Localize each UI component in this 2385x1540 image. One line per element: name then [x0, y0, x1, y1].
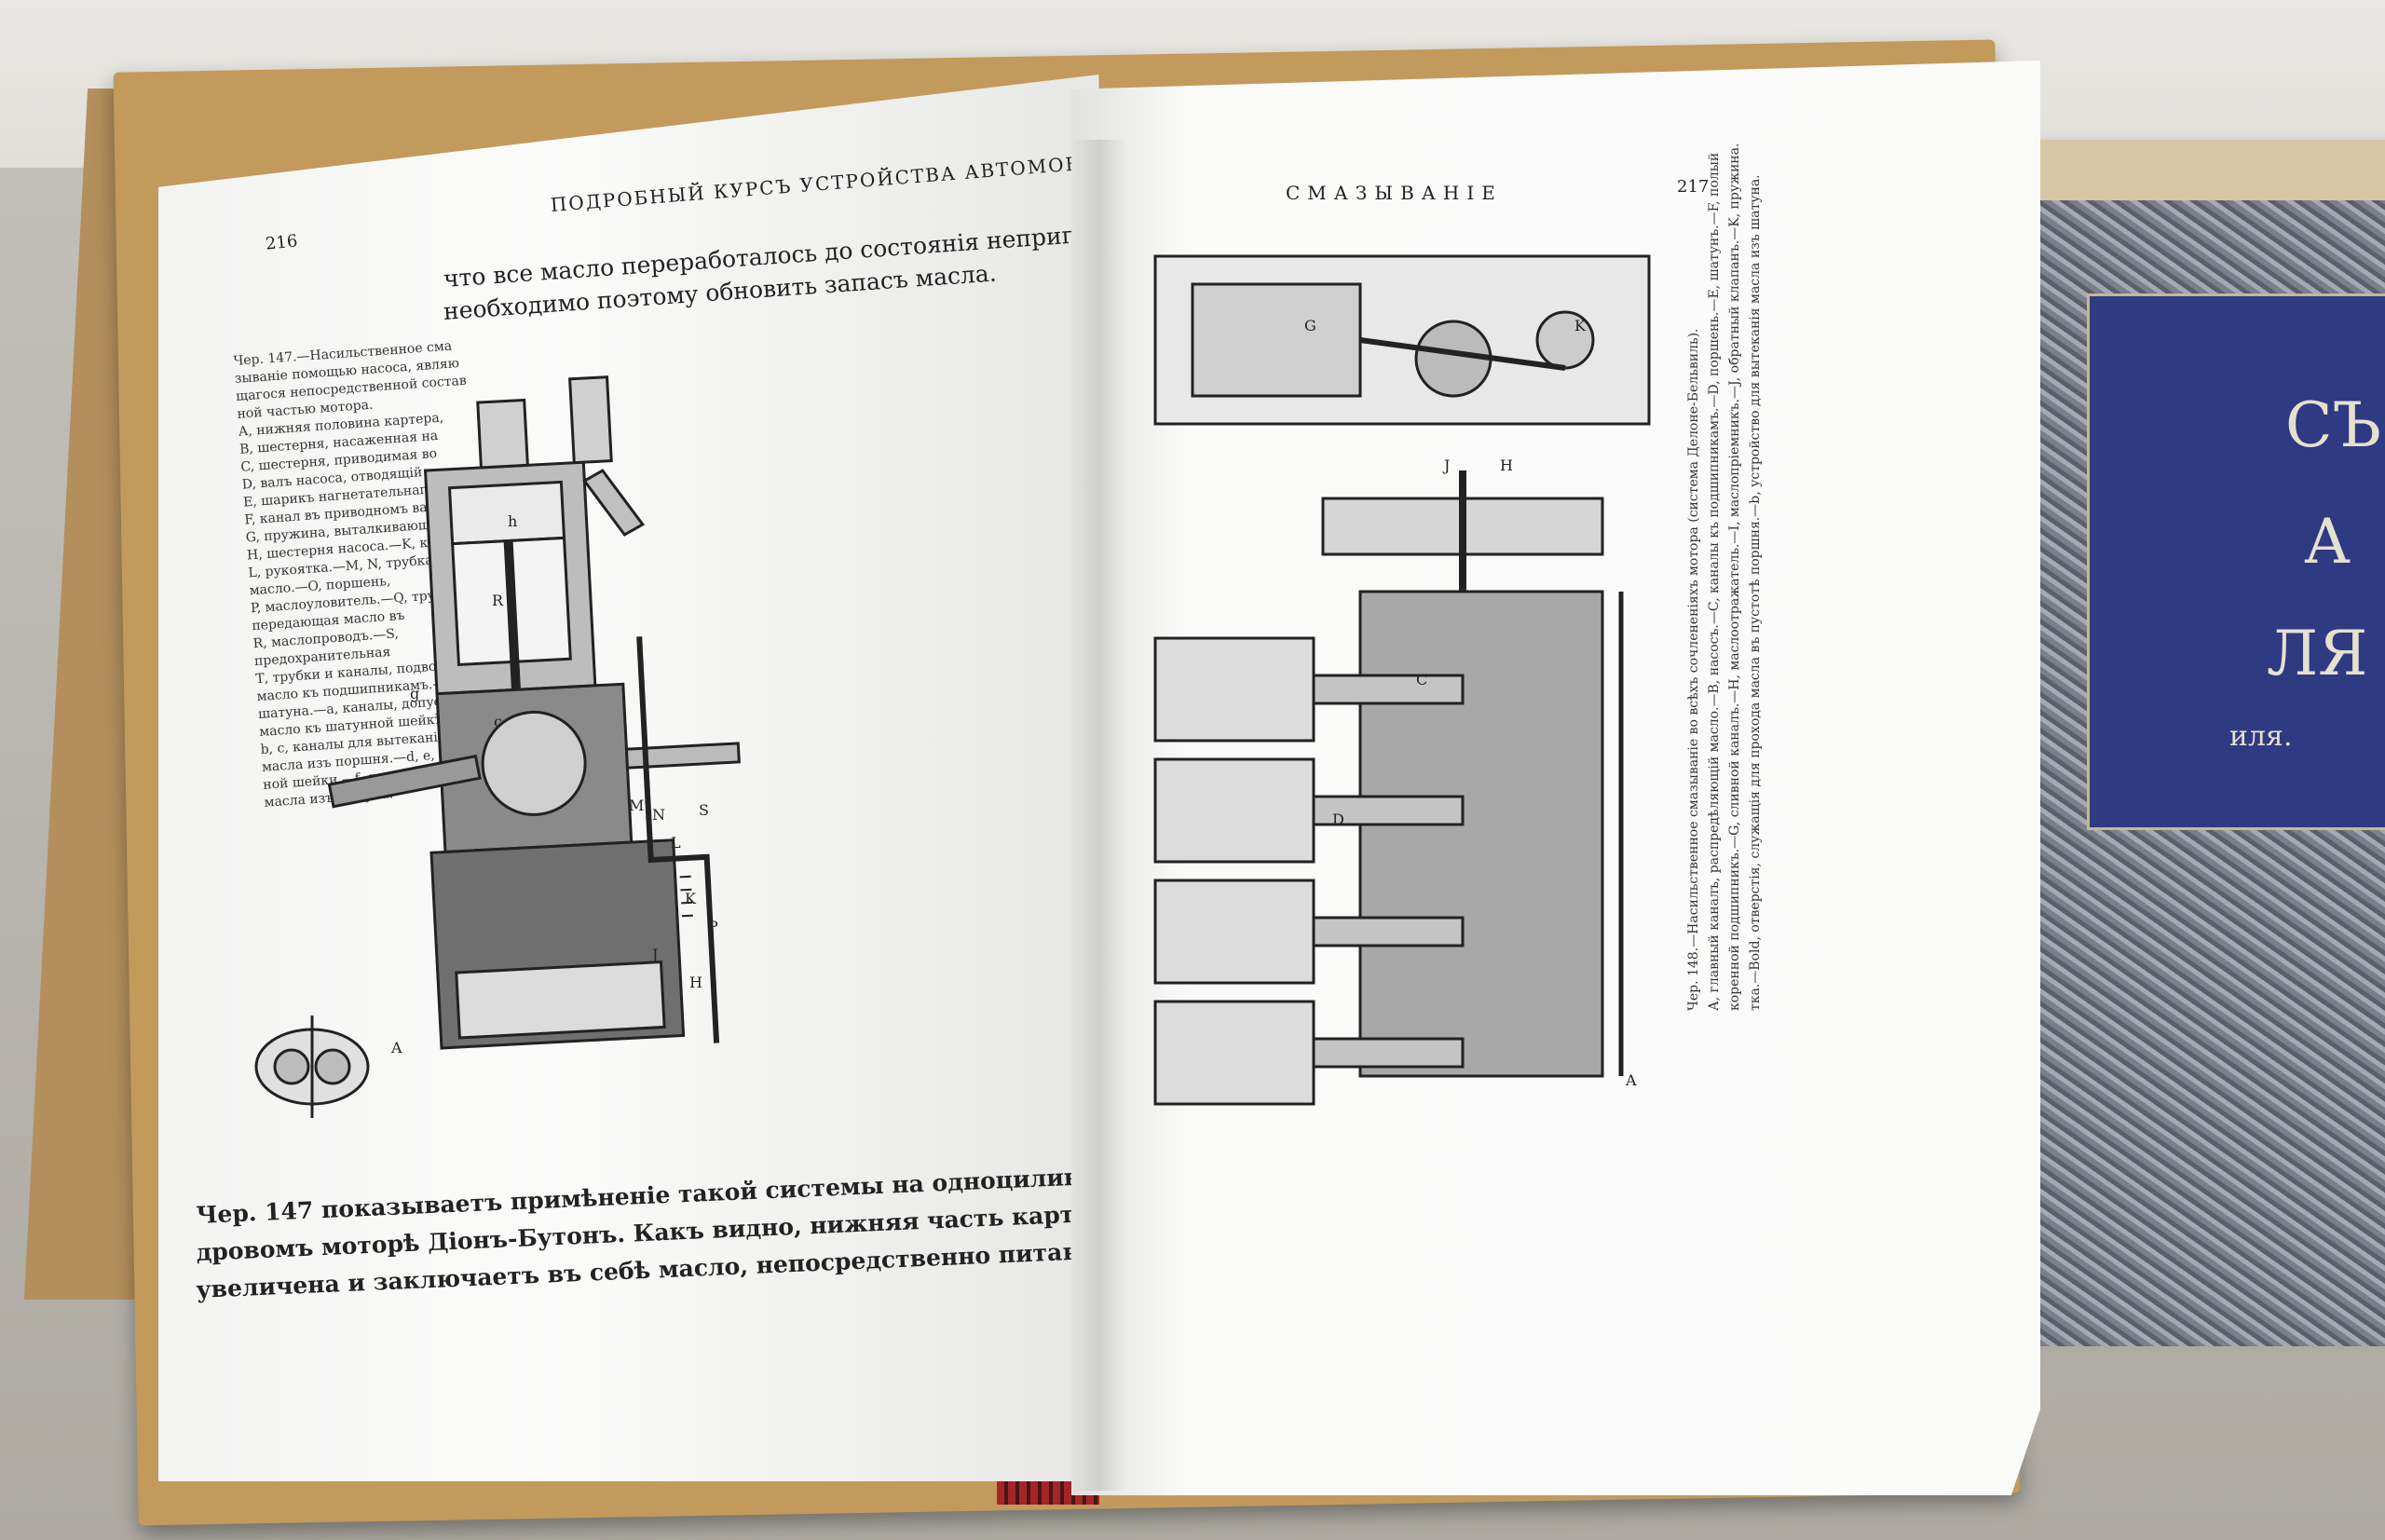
- figure-label: K: [685, 890, 697, 907]
- spring: [679, 875, 693, 918]
- pump-gear-left: [273, 1048, 310, 1085]
- caption-line: Чер. 148.—Насильственное смазываніе во в…: [1686, 328, 1701, 1012]
- oil-pump-detail-figure: [254, 1015, 370, 1118]
- rear-title-line: иля.: [2229, 720, 2293, 753]
- figure-label: L: [671, 834, 681, 852]
- caption-line: А, главный каналъ, распредѣляющій масло.…: [1707, 152, 1722, 1011]
- figure-label: P: [708, 918, 718, 935]
- rear-book-title-panel: СЪ А ЛЯ иля.: [2087, 293, 2385, 830]
- caption-line: коренной подшипникъ.—G, сливной каналъ.—…: [1727, 143, 1742, 1011]
- cylinder-bank: [1153, 636, 1465, 1106]
- book-gutter-shadow: [1071, 140, 1127, 1491]
- cylinder: [1153, 757, 1315, 864]
- exhaust-pipe: [582, 469, 646, 537]
- pump-gear-right: [314, 1048, 351, 1085]
- connecting-rod: [1312, 674, 1465, 705]
- right-page: СМАЗЫВАНІЕ 217: [1071, 61, 2040, 1495]
- figure-label: D: [1332, 811, 1344, 828]
- multi-cylinder-engine-figure: J H C D A K G: [1153, 254, 1651, 1106]
- rocker-arm: [1359, 337, 1566, 371]
- intake-pipe: [568, 375, 613, 465]
- figure-label: J: [1442, 457, 1450, 474]
- connecting-rod: [1312, 795, 1465, 826]
- rear-title-line: СЪ: [2285, 389, 2381, 461]
- connecting-rod: [1312, 916, 1465, 947]
- valve-housing: [476, 398, 529, 470]
- cylinder: [1153, 1000, 1315, 1106]
- figure-label: A: [1625, 1071, 1637, 1089]
- figure-label: G: [1304, 317, 1316, 334]
- page-number: 216: [264, 231, 299, 254]
- figure-label: H: [1500, 457, 1513, 474]
- figure-label: K: [1574, 317, 1587, 334]
- figure-label: H: [689, 974, 702, 991]
- figure-label: h: [508, 512, 517, 530]
- figure-label: c: [494, 713, 502, 730]
- left-page: 216 ПОДРОБНЫЙ КУРСЪ УСТРОЙСТВА АВТОМОБИЛ…: [158, 75, 1118, 1481]
- figure-labels: hRg cMN SL KP J H A: [390, 512, 718, 1056]
- crankcase: [1358, 590, 1604, 1078]
- crankshaft: [327, 754, 482, 809]
- rear-title-line: А: [2304, 506, 2351, 578]
- running-head: СМАЗЫВАНІЕ: [1286, 182, 1503, 204]
- figure-label: S: [699, 801, 709, 819]
- engine-cross-section-figure: hRg cMN SL KP J H A: [327, 375, 741, 1056]
- valve-chamber: [1191, 282, 1362, 398]
- cylinder: [1153, 636, 1315, 743]
- rear-title-line: ЛЯ: [2267, 618, 2368, 689]
- figure-label: g: [410, 685, 419, 702]
- flywheel: [481, 710, 587, 816]
- oil-line: [636, 636, 720, 1043]
- running-head: ПОДРОБНЫЙ КУРСЪ УСТРОЙСТВА АВТОМОБИЛЯ: [550, 147, 1118, 216]
- figure-label: N: [652, 806, 665, 824]
- figure-label: A: [390, 1039, 402, 1056]
- connecting-rod: [1312, 1037, 1465, 1069]
- oil-sump: [455, 960, 666, 1040]
- shaft-right: [624, 742, 741, 770]
- figure-labels: J H C D A K G: [1304, 317, 1637, 1089]
- figure-label: R: [492, 592, 504, 609]
- figure-label: M: [629, 797, 644, 814]
- caption-line: тка.—Bold, отверстія, служащія для прохо…: [1748, 174, 1763, 1011]
- page-number: 217: [1677, 177, 1710, 197]
- figure-label: C: [1416, 671, 1427, 688]
- cylinder: [1153, 879, 1315, 985]
- figure-label: J: [650, 946, 658, 963]
